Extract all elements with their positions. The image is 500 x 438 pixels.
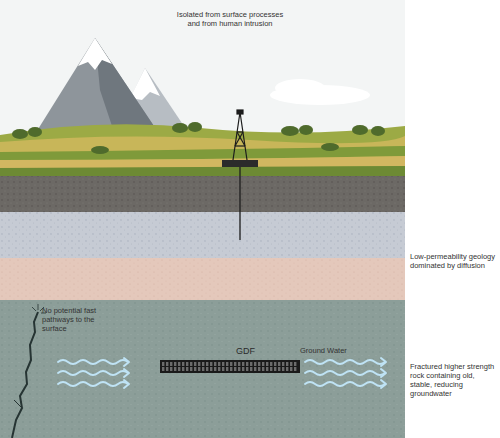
clay-layer [0,258,405,300]
snow-cap [78,38,112,70]
groundwater-flow-left [58,358,129,388]
snow-cap [130,68,160,100]
field [0,156,405,168]
facility-heading: GDF [236,346,255,357]
rock-note: Fractured higher strength rock containin… [410,362,496,398]
rock-fracture [12,312,38,438]
hills [0,124,405,176]
water-label: Ground Water [300,346,370,355]
facility-vaults [160,360,300,373]
layer-note: Low-permeability geology dominated by di… [410,252,496,270]
host-rock-layer [0,300,405,438]
vault-divider [160,366,300,367]
drilling-rig [233,110,247,160]
soil-texture [0,176,405,212]
cloud [275,79,325,97]
sediment-texture [0,212,405,258]
gdf-facility: GDF [160,360,300,373]
soil-layer [0,176,405,212]
fracture-note: No potential fast pathways to the surfac… [42,306,106,333]
surface-note: Isolated from surface processes and from… [172,10,288,28]
rock-fracture [14,400,22,408]
tree-row [12,122,385,154]
groundwater-flow-right [305,358,386,388]
clay-texture [0,258,405,300]
field [0,166,405,176]
borehole [239,166,240,240]
sediment-layer [0,212,405,258]
host-rock-texture [0,300,405,438]
drill-pad [222,160,258,167]
